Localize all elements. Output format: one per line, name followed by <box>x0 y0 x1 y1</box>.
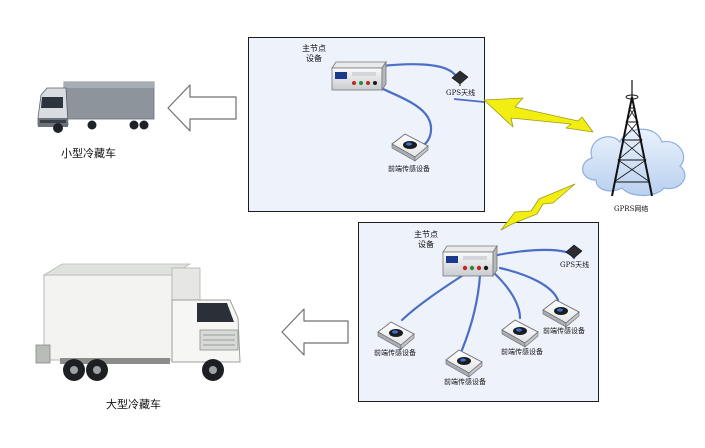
bottom-gps-antenna-label: GPS天线 <box>560 261 590 269</box>
top-cables <box>375 63 462 148</box>
small-truck-caption: 小型冷藏车 <box>61 147 116 160</box>
gprs-cloud <box>582 128 686 197</box>
bottom-sensor-label-2: 前端传感设备 <box>444 378 486 386</box>
small-truck-image <box>37 81 155 133</box>
bottom-main-node-label: 主节点 设备 <box>414 230 438 249</box>
bottom-sensor-device-4 <box>542 299 580 328</box>
bottom-sensor-label-1: 前端传感设备 <box>374 349 416 357</box>
top-gps-antenna-icon <box>451 70 469 86</box>
arrow-to-large-truck <box>281 308 349 356</box>
gprs-tower-icon <box>611 80 653 197</box>
gprs-network-label: GPRS网络 <box>614 205 649 213</box>
large-truck-image <box>35 263 241 381</box>
bottom-sensor-label-3: 前端传感设备 <box>501 348 543 356</box>
bottom-main-node-device <box>442 244 498 278</box>
bottom-sensor-device-3 <box>501 319 539 348</box>
large-truck-caption: 大型冷藏车 <box>106 398 161 411</box>
bottom-sensor-device-2 <box>445 349 483 378</box>
bottom-sensor-label-4: 前端传感设备 <box>543 327 585 335</box>
bottom-gps-antenna-icon <box>565 244 583 259</box>
wireless-link-bottom-bolt <box>500 183 576 231</box>
top-main-node-label: 主节点 设备 <box>302 44 326 63</box>
top-gps-antenna-label: GPS天线 <box>446 89 476 97</box>
arrow-to-small-truck <box>167 84 237 132</box>
top-main-node-device <box>331 60 387 92</box>
top-sensor-device <box>391 133 429 162</box>
top-antenna-link-line <box>453 98 485 103</box>
bottom-sensor-device-1 <box>377 321 415 350</box>
wireless-link-top-bolt <box>483 97 594 133</box>
top-sensor-label: 前端传感设备 <box>388 165 430 173</box>
